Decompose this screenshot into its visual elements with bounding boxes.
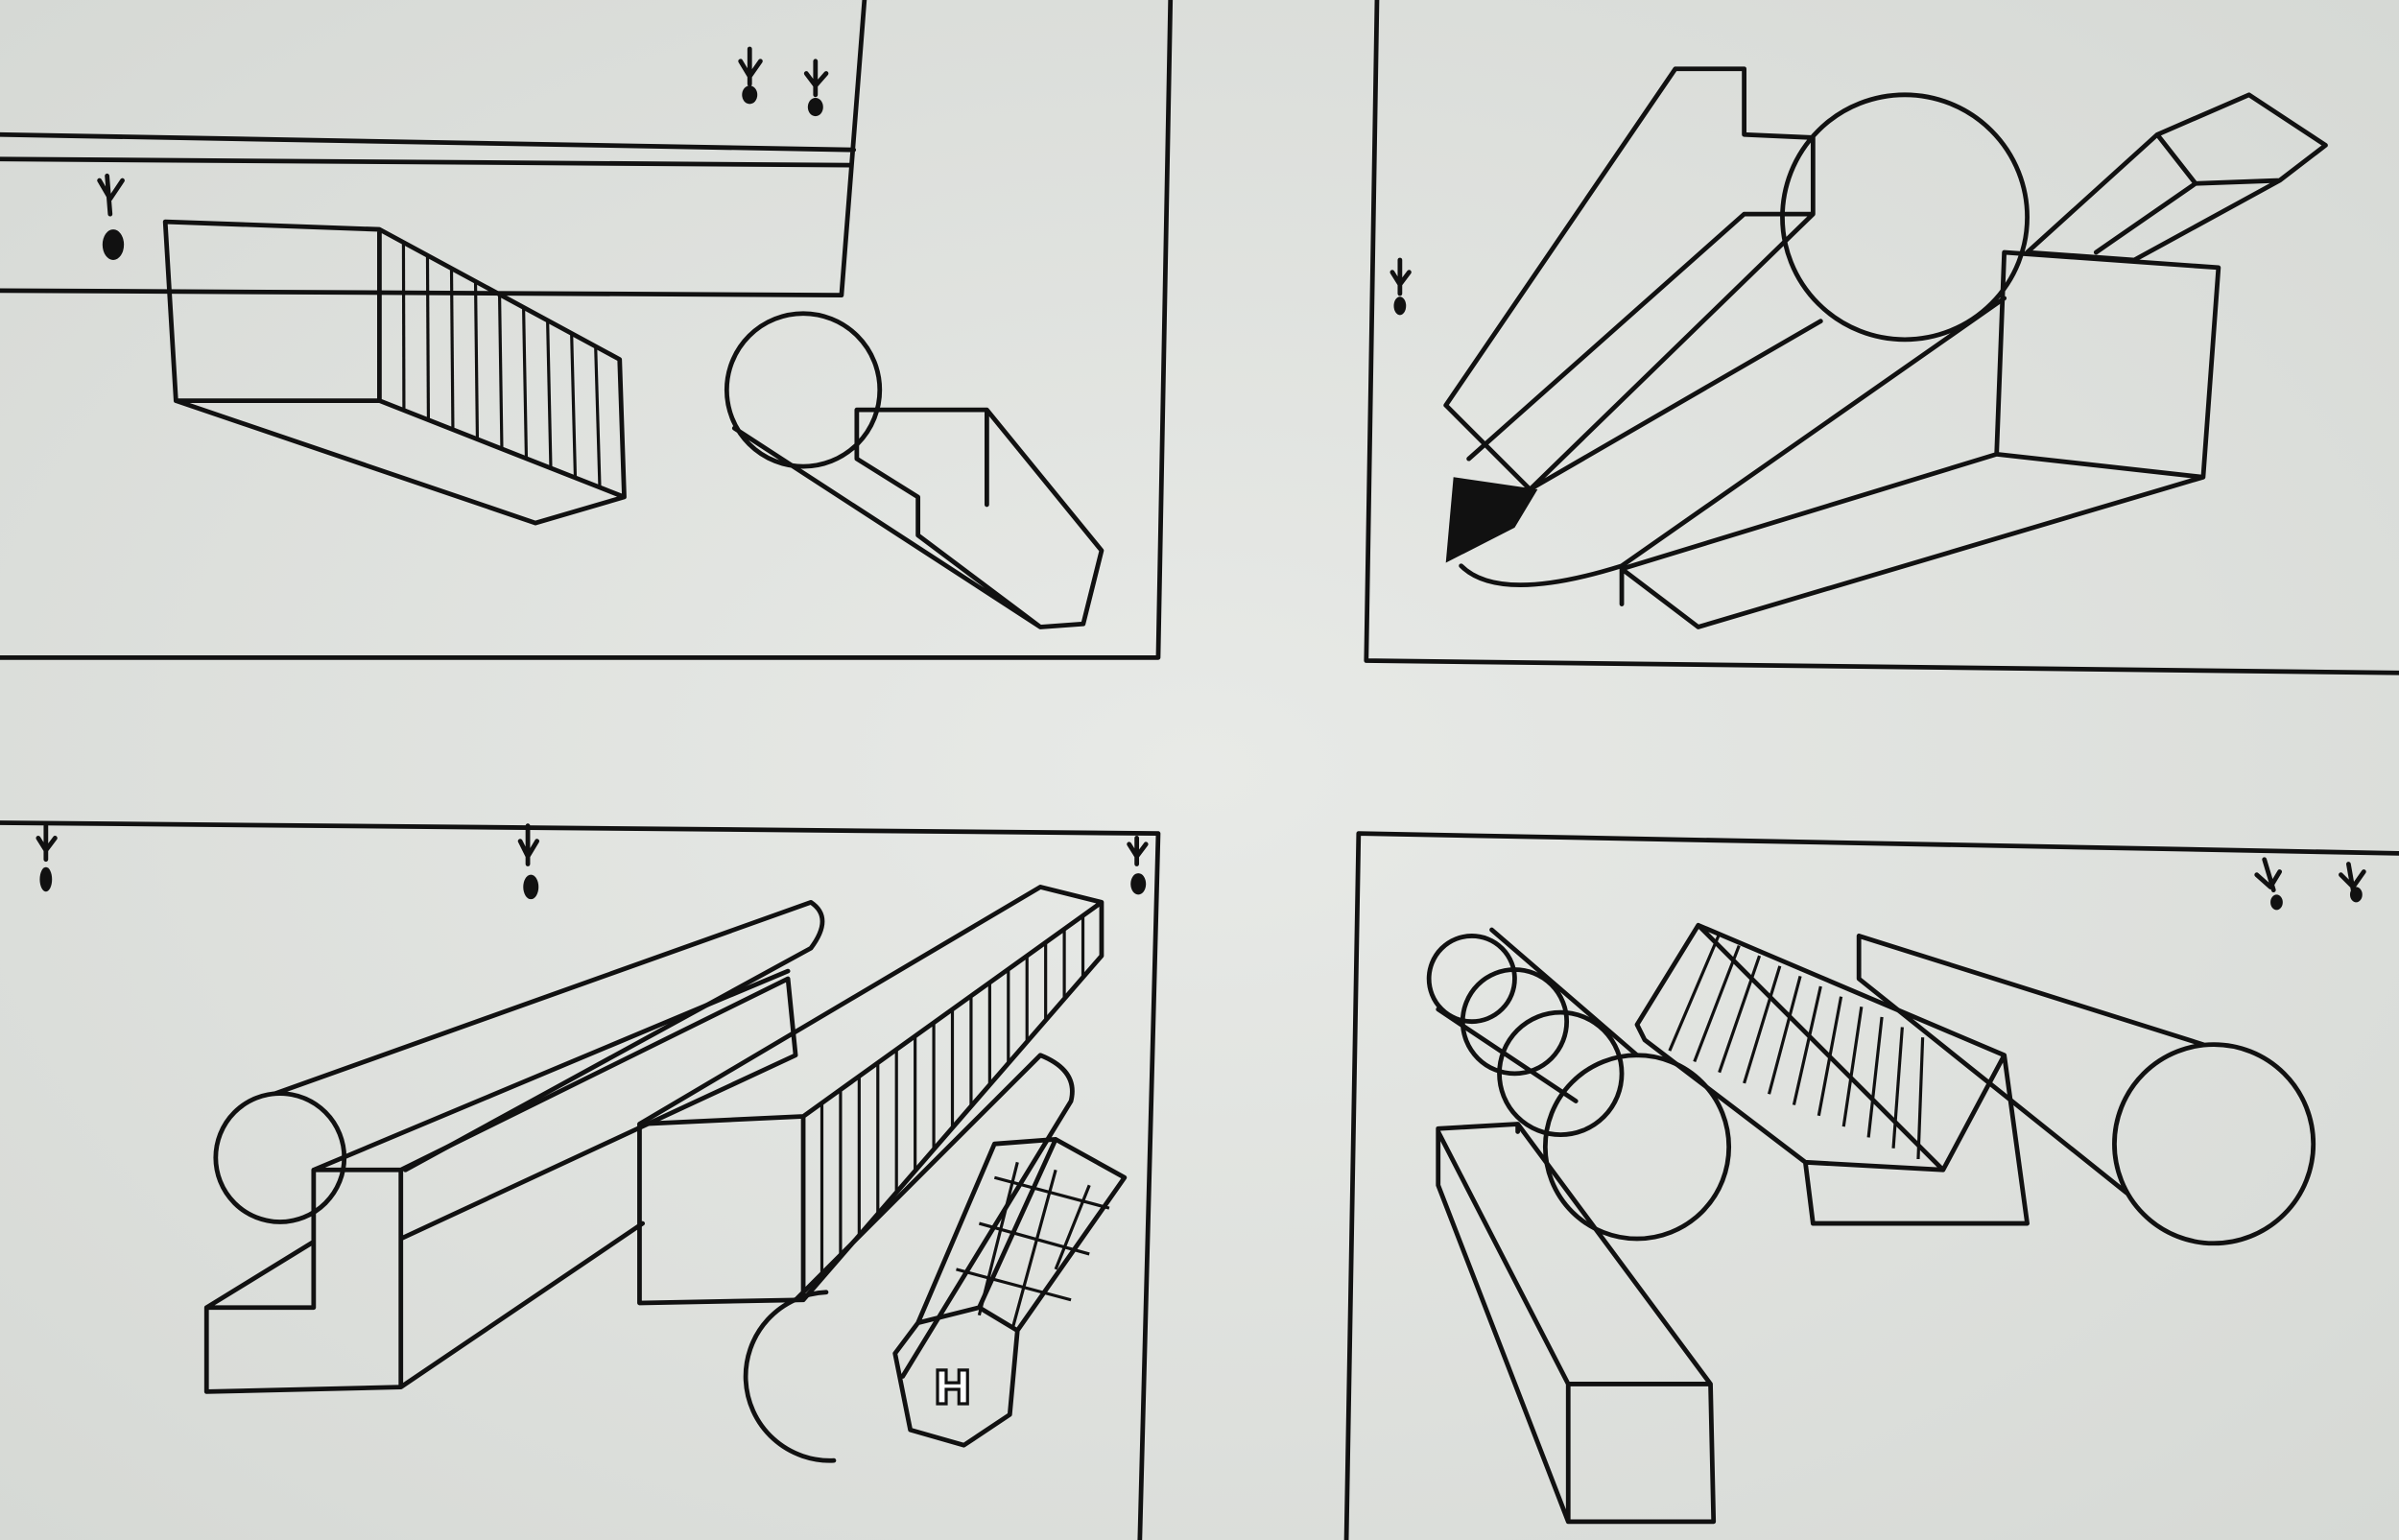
panel-frame — [0, 0, 1174, 660]
square-prism — [637, 885, 1104, 1306]
stick-figure-icon — [2254, 857, 2283, 911]
stick-figure-icon — [36, 823, 58, 892]
box-prism — [1619, 249, 2221, 629]
hatch-line — [449, 268, 455, 430]
box-prism — [162, 219, 627, 526]
hatch-line — [570, 333, 578, 478]
hatch-line — [1743, 965, 1782, 1084]
wedge-body — [1459, 296, 2007, 588]
cylinder — [1856, 934, 2316, 1246]
tall-prism — [1436, 1122, 1717, 1525]
panel-top-left — [0, 0, 1174, 660]
stick-figure-icon — [2339, 862, 2366, 903]
hatch-line — [1891, 1027, 1904, 1149]
hatch-line — [594, 345, 602, 488]
stick-figure-icon — [97, 173, 125, 260]
segmented-cylinder — [1426, 927, 1732, 1242]
hex-prism-with-letter: H — [892, 1137, 1128, 1448]
hatch-line — [497, 294, 504, 449]
sphere-circle — [1780, 92, 2030, 343]
stick-figure-icon — [517, 823, 540, 900]
hatch-line — [1792, 985, 1822, 1105]
hatch-line — [1718, 955, 1762, 1074]
hatch-line — [1841, 1007, 1864, 1127]
l-shaped-prism — [203, 968, 798, 1394]
hatch-line — [1668, 935, 1721, 1052]
panel-frame — [1343, 831, 2399, 1540]
cylinder-with-step-prism — [724, 311, 1104, 629]
hatch-line — [425, 255, 431, 420]
panel-bottom-right — [1343, 831, 2399, 1540]
panel-frame — [0, 820, 1161, 1540]
hex-prism-letter: H — [934, 1362, 972, 1415]
hatch-line — [522, 307, 529, 459]
hatch-line — [473, 281, 480, 439]
long-step-prism — [1443, 66, 1816, 492]
hatch-line — [1693, 944, 1741, 1062]
panel-bottom-left: H — [0, 820, 1161, 1540]
cone-tip — [1445, 477, 1538, 563]
stick-figure-icon — [738, 46, 763, 105]
hatch-line — [546, 320, 553, 468]
hex-prism — [2025, 92, 2328, 263]
hatch-line — [1916, 1037, 1925, 1160]
panel-top-right — [1364, 0, 2399, 675]
cylinder — [743, 1053, 1075, 1463]
stick-figure-icon — [803, 59, 829, 117]
horizon-band — [0, 0, 867, 298]
hatch-line — [1817, 996, 1843, 1117]
stick-figure-icon — [1127, 836, 1149, 895]
hatch-line — [1866, 1016, 1884, 1138]
panel-frame — [1364, 0, 2399, 675]
stick-figure-icon — [1390, 257, 1412, 316]
hatch-line — [1767, 975, 1802, 1095]
bench-prism — [1634, 922, 2030, 1226]
